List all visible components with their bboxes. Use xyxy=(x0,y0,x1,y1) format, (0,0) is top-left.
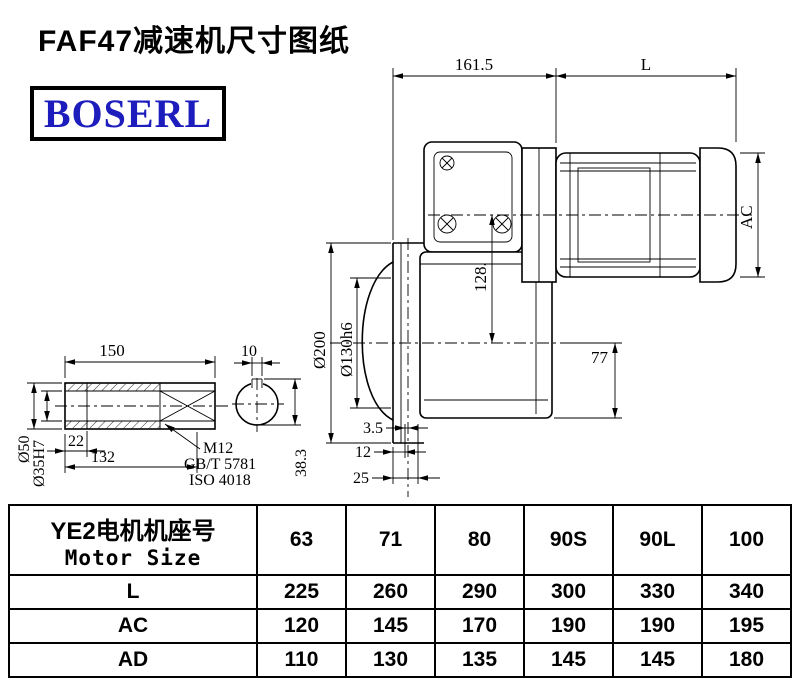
standard-iso: ISO 4018 xyxy=(189,472,251,489)
dimension-value-cell: 145 xyxy=(345,608,436,644)
header-cn: YE2电机机座号 xyxy=(50,517,216,545)
boserl-logo: BOSERL xyxy=(30,86,226,141)
dimension-value-cell: 135 xyxy=(434,642,525,678)
dim-shaft-od: Ø50 xyxy=(16,435,33,463)
dim-hub-length: 132 xyxy=(91,449,115,466)
dimension-value-cell: 180 xyxy=(701,642,792,678)
dim-axis-distance: 128. xyxy=(471,262,490,292)
motor-size-90S: 90S xyxy=(523,504,614,576)
dimension-value-cell: 120 xyxy=(256,608,347,644)
bolt-icon xyxy=(437,214,457,234)
dim-keyway-width: 10 xyxy=(241,343,257,360)
motor-size-header-cell: YE2电机机座号 Motor Size xyxy=(8,504,258,576)
logo-text: BOSERL xyxy=(43,91,213,136)
dimension-label-cell: AD xyxy=(8,642,258,678)
dimension-value-cell: 330 xyxy=(612,574,703,610)
dimension-value-cell: 260 xyxy=(345,574,436,610)
bolt-icon xyxy=(492,214,512,234)
motor-size-100: 100 xyxy=(701,504,792,576)
dimension-value-cell: 290 xyxy=(434,574,525,610)
page-title: FAF47减速机尺寸图纸 xyxy=(38,25,351,58)
dim-keyway-depth: 38.3 xyxy=(293,449,310,477)
dimension-value-cell: 170 xyxy=(434,608,525,644)
dimension-value-cell: 300 xyxy=(523,574,614,610)
motor-size-90L: 90L xyxy=(612,504,703,576)
dim-bore: Ø35H7 xyxy=(31,440,48,487)
motor-dimension-table: YE2电机机座号 Motor Size 63 71 80 90S 90L 100… xyxy=(8,504,792,678)
dim-flange-od: Ø200 xyxy=(310,331,329,369)
dimension-value-cell: 145 xyxy=(523,642,614,678)
dim-shaft-length: 150 xyxy=(99,341,125,360)
dimension-label-cell: L xyxy=(8,574,258,610)
table-header-row: YE2电机机座号 Motor Size 63 71 80 90S 90L 100 xyxy=(8,504,792,576)
dim-gap: 3.5 xyxy=(363,420,383,437)
dim-pilot-od: Ø130h6 xyxy=(337,322,356,377)
dimension-value-cell: 130 xyxy=(345,642,436,678)
dimension-value-cell: 225 xyxy=(256,574,347,610)
dim-thread: M12 xyxy=(203,440,233,457)
standard-gb: GB/T 5781 xyxy=(184,456,256,473)
dimension-value-cell: 110 xyxy=(256,642,347,678)
dimension-value-cell: 195 xyxy=(701,608,792,644)
dim-offset-12: 12 xyxy=(355,444,371,461)
bolt-icon xyxy=(439,155,455,171)
dimension-value-cell: 190 xyxy=(523,608,614,644)
dim-motor-length: L xyxy=(641,55,651,74)
table-row-AD: AD 110 130 135 145 145 180 xyxy=(8,642,792,678)
dimension-value-cell: 190 xyxy=(612,608,703,644)
dimensions: 161.5 L AC 128. 77 Ø200 Ø130h6 3.5 xyxy=(16,55,765,489)
table-row-AC: AC 120 145 170 190 190 195 xyxy=(8,608,792,644)
motor-size-71: 71 xyxy=(345,504,436,576)
dim-motor-ac: AC xyxy=(737,205,756,229)
dim-step-length: 22 xyxy=(68,433,84,450)
table-row-L: L 225 260 290 300 330 340 xyxy=(8,574,792,610)
dim-base-height: 77 xyxy=(591,348,609,367)
dimension-value-cell: 145 xyxy=(612,642,703,678)
dimension-label-cell: AC xyxy=(8,608,258,644)
technical-drawing: 161.5 L AC 128. 77 Ø200 Ø130h6 3.5 xyxy=(16,55,765,497)
header-en: Motor Size xyxy=(64,545,202,570)
motor-size-63: 63 xyxy=(256,504,347,576)
dim-offset-25: 25 xyxy=(353,470,369,487)
motor-size-80: 80 xyxy=(434,504,525,576)
dimension-value-cell: 340 xyxy=(701,574,792,610)
dim-gearbox-length: 161.5 xyxy=(455,55,493,74)
